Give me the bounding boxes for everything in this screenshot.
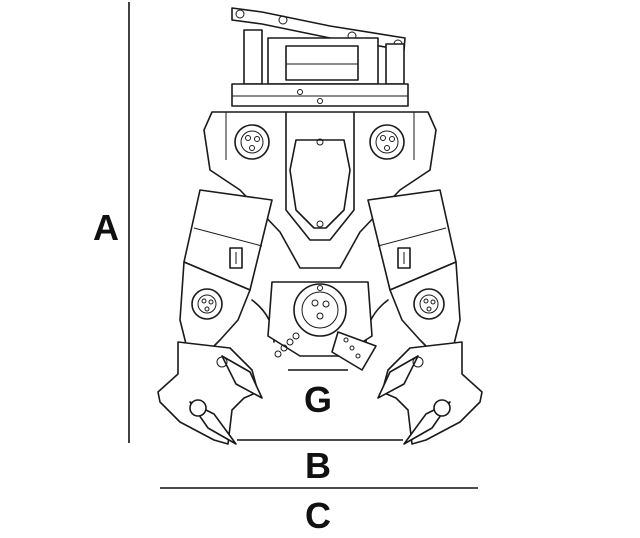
pivot-upper-right [369,124,405,160]
pivot-lower-left [191,288,223,320]
mounting-bracket [231,7,409,107]
tooth-right-upper [377,355,424,399]
dimension-label-c: C [305,495,331,536]
cylinder-left [183,189,273,291]
tooth-left-upper [216,355,263,399]
tooth-left-lower [189,399,237,445]
pivot-lower-right [413,288,445,320]
tooth-right-lower [403,399,451,445]
center-hub [267,281,377,371]
dimension-label-a: A [93,207,119,248]
pivot-upper-left [234,124,270,160]
dimension-label-b: B [305,445,331,486]
adjustment-holes [274,332,300,358]
dimension-label-g: G [304,379,332,420]
